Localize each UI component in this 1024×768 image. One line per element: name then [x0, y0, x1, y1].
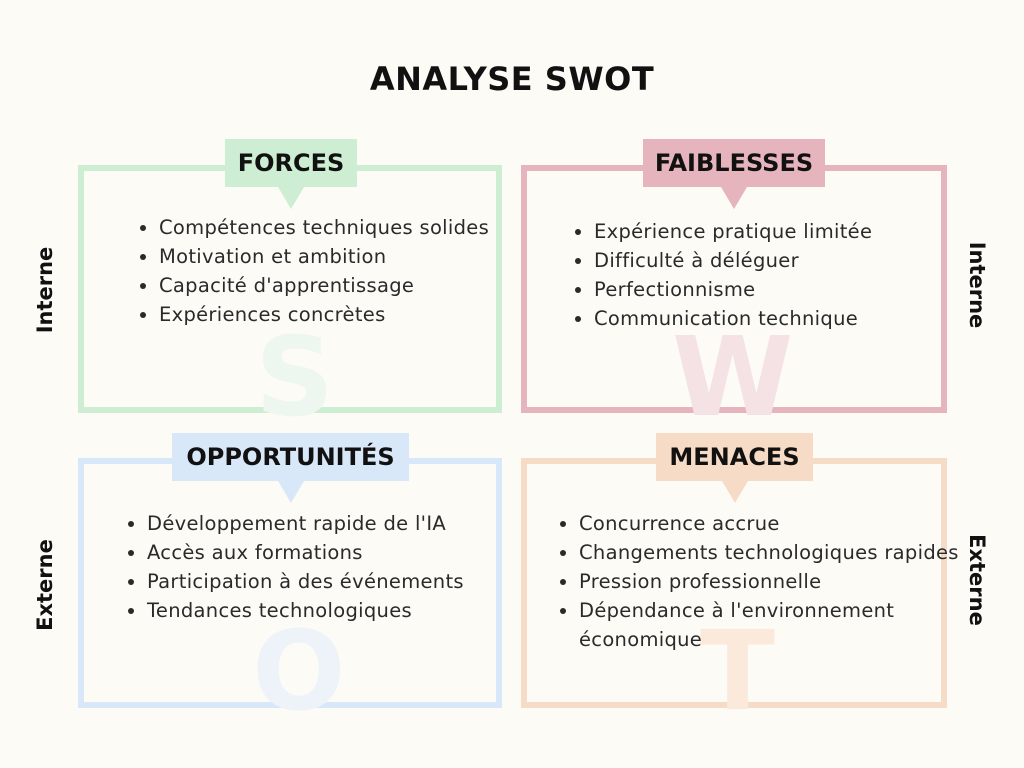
- list-item: Expériences concrètes: [159, 300, 499, 329]
- forces-list: Compétences techniques solides Motivatio…: [135, 213, 499, 329]
- opportunites-list: Développement rapide de l'IA Accès aux f…: [123, 509, 517, 625]
- list-item: Tendances technologiques: [147, 596, 517, 625]
- list-item: Motivation et ambition: [159, 242, 499, 271]
- list-item: Concurrence accrue: [579, 509, 959, 538]
- list-item: Perfectionnisme: [594, 275, 954, 304]
- list-item: Dépendance à l'environnement économique: [579, 596, 959, 654]
- opportunites-watermark-letter: O: [252, 607, 346, 735]
- faiblesses-watermark-letter: W: [672, 313, 794, 441]
- list-item: Accès aux formations: [147, 538, 517, 567]
- menaces-list: Concurrence accrue Changements technolog…: [555, 509, 959, 654]
- side-label-interne-left: Interne: [33, 246, 57, 334]
- menaces-label: MENACES: [656, 433, 813, 503]
- list-item: Difficulté à déléguer: [594, 246, 954, 275]
- side-label-externe-right: Externe: [965, 534, 989, 626]
- list-item: Développement rapide de l'IA: [147, 509, 517, 538]
- side-label-interne-right: Interne: [965, 241, 989, 329]
- menaces-watermark-letter: T: [700, 607, 776, 735]
- opportunites-label: OPPORTUNITÉS: [172, 433, 409, 503]
- list-item: Compétences techniques solides: [159, 213, 499, 242]
- list-item: Pression professionnelle: [579, 567, 959, 596]
- list-item: Changements technologiques rapides: [579, 538, 959, 567]
- forces-label: FORCES: [225, 139, 357, 209]
- page-title: ANALYSE SWOT: [369, 60, 655, 98]
- faiblesses-list: Expérience pratique limitée Difficulté à…: [570, 217, 954, 333]
- forces-watermark-letter: S: [255, 313, 335, 441]
- list-item: Communication technique: [594, 304, 954, 333]
- list-item: Participation à des événements: [147, 567, 517, 596]
- list-item: Expérience pratique limitée: [594, 217, 954, 246]
- faiblesses-label: FAIBLESSES: [643, 139, 825, 209]
- side-label-externe-left: Externe: [33, 539, 57, 631]
- list-item: Capacité d'apprentissage: [159, 271, 499, 300]
